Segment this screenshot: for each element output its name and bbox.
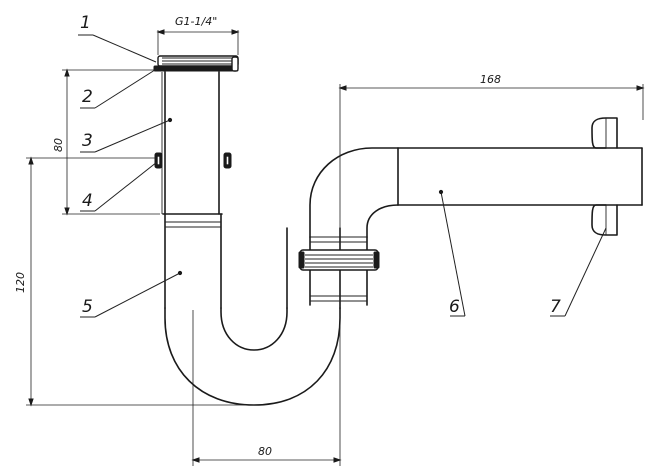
part-number-6: 6 [449, 297, 460, 317]
thread-dimension: G1-1/4" [156, 15, 240, 55]
outlet-flange [153, 55, 239, 72]
dimension-80-left: 80 [52, 68, 160, 216]
dimension-120: 120 [14, 156, 254, 407]
callout-3: 3 [80, 117, 173, 153]
callout-5: 5 [80, 270, 183, 318]
callout-1: 1 [78, 13, 157, 63]
inlet-tube [161, 71, 223, 215]
dimension-168: 168 [338, 73, 645, 250]
part-number-5: 5 [82, 297, 93, 317]
thread-label: G1-1/4" [175, 15, 217, 28]
part-number-7: 7 [550, 297, 561, 317]
inlet-nut [154, 152, 232, 169]
part-number-4: 4 [82, 191, 93, 211]
u-bend [164, 307, 341, 406]
part-number-2: 2 [82, 87, 93, 107]
part-number-3: 3 [82, 131, 93, 151]
callout-6: 6 [438, 189, 466, 317]
callout-4: 4 [80, 161, 158, 212]
dimension-120-label: 120 [14, 272, 27, 293]
wall-rosette [591, 117, 618, 236]
part-number-1: 1 [80, 13, 91, 33]
riser-nut [298, 249, 380, 271]
callout-7: 7 [550, 227, 607, 317]
dimension-80-bottom: 80 [191, 310, 342, 466]
dimension-80-left-label: 80 [52, 138, 65, 152]
callout-2: 2 [80, 67, 159, 109]
sleeve [164, 213, 222, 309]
dimension-80-bottom-label: 80 [258, 445, 272, 458]
dimension-168-label: 168 [480, 73, 501, 86]
